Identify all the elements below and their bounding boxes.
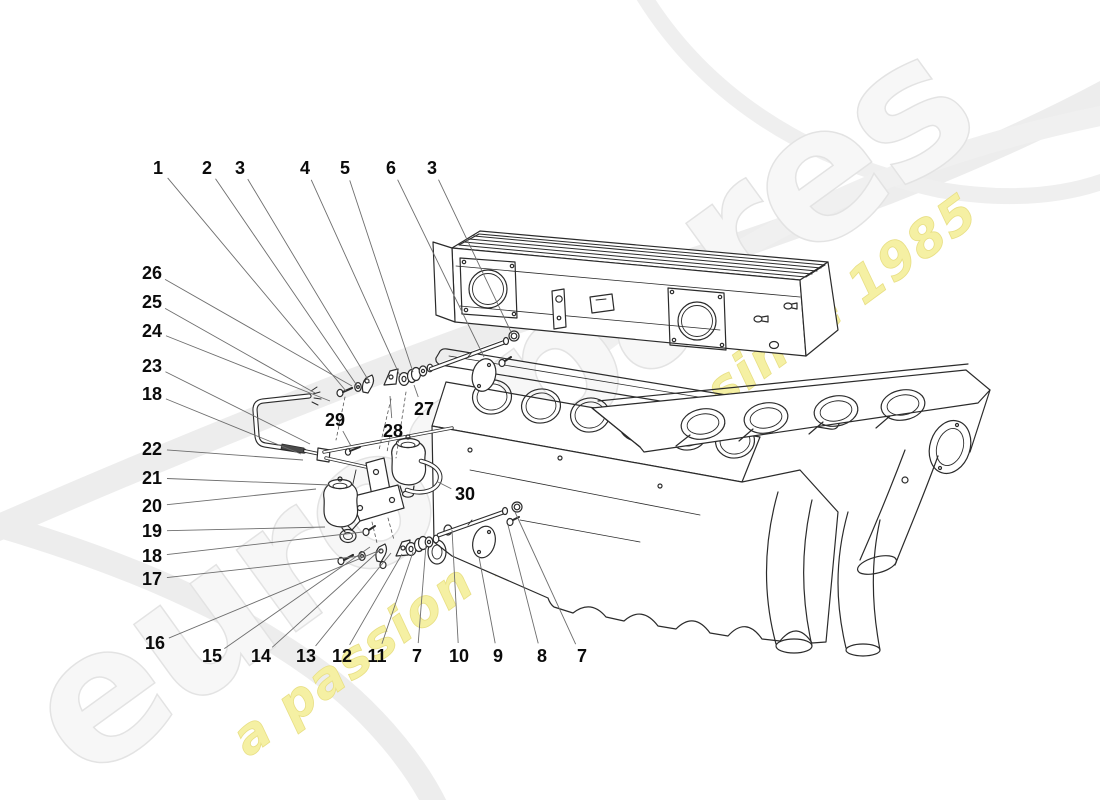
vacuum-pipe-loop (252, 386, 454, 472)
cover-mount-tabs (551, 288, 615, 330)
callout-label-15: 15 (202, 646, 222, 666)
callout-label-22: 22 (142, 439, 162, 459)
leader-line (413, 384, 419, 398)
callout-label-19: 19 (142, 521, 162, 541)
callout-label-30: 30 (455, 484, 475, 504)
callout-label-16: 16 (145, 633, 165, 653)
leader-line (381, 551, 414, 644)
throttle-linkage-upper (336, 330, 520, 398)
leader-line (167, 177, 347, 392)
leader-line (514, 511, 577, 645)
leader-line (349, 180, 414, 373)
leader-line (417, 544, 427, 644)
leader-line (164, 307, 316, 394)
leader-line (507, 524, 539, 644)
leader-line (164, 279, 353, 387)
leader-line (451, 529, 459, 644)
leader-line (315, 552, 392, 647)
vacuum-actuator-lower (323, 476, 359, 544)
pipe-fitting-dashes (310, 386, 322, 406)
cover-port-right (667, 287, 727, 351)
leader-line (165, 371, 311, 445)
callout-label-17: 17 (142, 569, 162, 589)
leader-line (215, 178, 359, 388)
leader-line (389, 395, 393, 419)
callout-label-27: 27 (414, 399, 434, 419)
leader-line (168, 548, 384, 639)
leader-line (165, 398, 302, 455)
leader-line (166, 449, 304, 461)
callout-label-8: 8 (537, 646, 547, 666)
callout-label-7: 7 (577, 646, 587, 666)
manifold-runners (765, 449, 939, 657)
leader-line (165, 335, 331, 402)
callout-label-29: 29 (325, 410, 345, 430)
leader-line (349, 553, 403, 646)
leader-line (166, 531, 364, 555)
leader-line (437, 481, 452, 490)
leader-line (166, 555, 362, 579)
callout-label-18: 18 (142, 384, 162, 404)
callout-label-14: 14 (251, 646, 271, 666)
callout-label-3: 3 (427, 158, 437, 178)
throttle-linkage-lower (337, 501, 523, 570)
manifold-trough (591, 363, 991, 475)
callout-label-1: 1 (153, 158, 163, 178)
plenum-cover (432, 230, 839, 357)
leader-line (271, 549, 381, 648)
callout-label-24: 24 (142, 321, 162, 341)
intake-manifold (427, 363, 991, 657)
leader-line (224, 546, 371, 649)
cover-stubs (753, 302, 798, 350)
callout-label-7: 7 (412, 646, 422, 666)
callout-label-26: 26 (142, 263, 162, 283)
vacuum-actuator-upper (391, 434, 427, 498)
leader-line (166, 526, 326, 532)
callout-label-4: 4 (300, 158, 310, 178)
cover-port-left (459, 257, 518, 319)
callout-label-12: 12 (332, 646, 352, 666)
leader-line (438, 179, 513, 335)
assembly-dashes (335, 391, 407, 544)
leader-line (310, 179, 401, 377)
callout-label-6: 6 (386, 158, 396, 178)
callout-label-18: 18 (142, 546, 162, 566)
leader-line (166, 478, 331, 486)
pipe-bolt (344, 446, 361, 456)
callout-label-21: 21 (142, 468, 162, 488)
callout-label-20: 20 (142, 496, 162, 516)
callout-label-25: 25 (142, 292, 162, 312)
callout-label-28: 28 (383, 421, 403, 441)
leader-line (342, 430, 352, 447)
callout-label-9: 9 (493, 646, 503, 666)
cover-grille-slats (458, 233, 826, 278)
vacuum-hose (404, 458, 443, 495)
callout-label-2: 2 (202, 158, 212, 178)
leader-line (247, 178, 371, 384)
callout-label-5: 5 (340, 158, 350, 178)
callout-label-13: 13 (296, 646, 316, 666)
actuator-bracket (345, 457, 405, 531)
leader-line (478, 556, 496, 644)
callout-label-3: 3 (235, 158, 245, 178)
callout-label-23: 23 (142, 356, 162, 376)
leader-line (397, 179, 485, 358)
leader-line (166, 488, 317, 506)
callout-label-11: 11 (367, 646, 386, 666)
callout-label-10: 10 (449, 646, 469, 666)
